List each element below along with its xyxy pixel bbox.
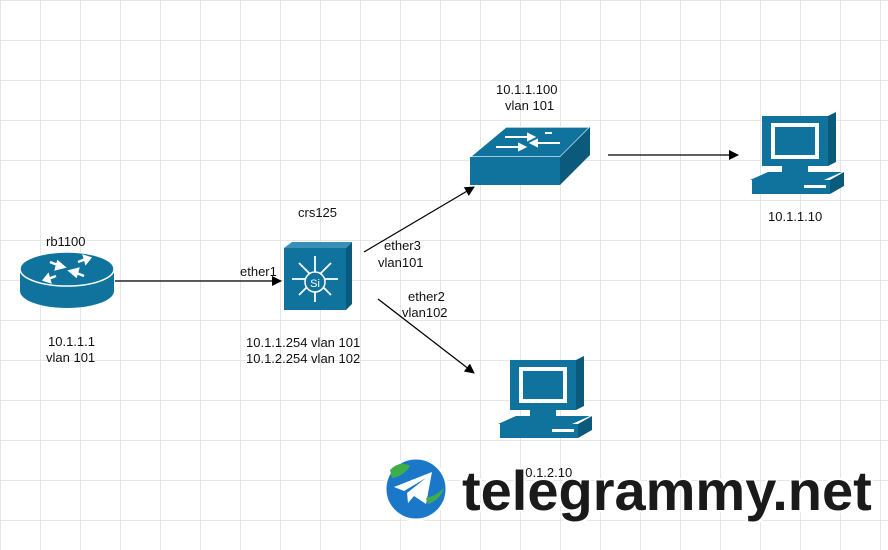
router-icon bbox=[19, 251, 115, 308]
switch-icon bbox=[468, 126, 592, 185]
pc-top-ip: 10.1.1.10 bbox=[768, 209, 823, 224]
core-switch-ip-vlan102: 10.1.2.254 vlan 102 bbox=[246, 351, 361, 366]
link-ether2-port: ether2 bbox=[408, 289, 445, 304]
link-core-to-pc-bottom bbox=[377, 298, 475, 374]
telegram-logo-icon bbox=[383, 456, 449, 522]
router-name: rb1100 bbox=[46, 234, 86, 249]
core-switch-ip-vlan101: 10.1.1.254 vlan 101 bbox=[246, 335, 361, 350]
workstation-icon bbox=[498, 356, 592, 438]
link-ether3-vlan: vlan101 bbox=[378, 255, 424, 270]
router-ip: 10.1.1.1 bbox=[48, 334, 95, 349]
router-vlan: vlan 101 bbox=[46, 350, 96, 365]
workstation-icon bbox=[750, 112, 844, 194]
link-ether2-vlan: vlan102 bbox=[402, 305, 448, 320]
link-router-port: ether1 bbox=[240, 264, 277, 279]
access-switch-ip: 10.1.1.100 bbox=[496, 82, 558, 97]
watermark-text: telegrammy.net bbox=[462, 459, 872, 522]
layer3-switch-icon: Si bbox=[284, 242, 352, 310]
pc-bottom-ip: 10.1.2.10 bbox=[518, 465, 573, 480]
link-core-to-access-switch bbox=[363, 186, 475, 253]
svg-text:Si: Si bbox=[310, 278, 320, 290]
core-switch-name: crs125 bbox=[298, 205, 338, 220]
link-ether3-port: ether3 bbox=[384, 238, 421, 253]
access-switch-vlan: vlan 101 bbox=[505, 98, 555, 113]
